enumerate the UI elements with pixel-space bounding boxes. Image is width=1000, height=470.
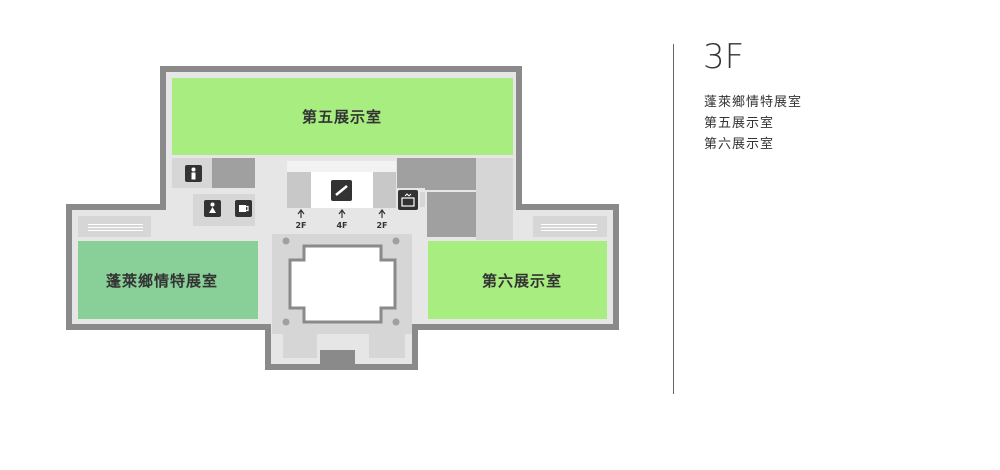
cafe-icon[interactable] — [235, 200, 252, 217]
floor-title: 3F — [703, 37, 745, 77]
room-gallery-5[interactable]: 第五展示室 — [172, 78, 513, 155]
arrow-to-2f-right[interactable]: 2F — [376, 209, 388, 230]
legend-item[interactable]: 第六展示室 — [704, 137, 775, 152]
stairs-left — [78, 216, 151, 237]
room-penglai[interactable]: 蓬萊鄉情特展室 — [78, 241, 258, 319]
stairs-right — [533, 216, 607, 237]
arrow-left-label: 2F — [295, 221, 306, 230]
divider-line — [673, 44, 674, 394]
room-gallery-5-label: 第五展示室 — [302, 108, 382, 126]
legend-item[interactable]: 第五展示室 — [704, 116, 775, 131]
arrow-to-4f[interactable]: 4F — [336, 209, 348, 230]
service-block-right — [397, 158, 513, 240]
arrow-center-label: 4F — [336, 221, 347, 230]
restroom-female-icon[interactable] — [204, 200, 221, 217]
legend-list: 蓬萊鄉情特展室 第五展示室 第六展示室 — [704, 92, 802, 155]
legend-item[interactable]: 蓬萊鄉情特展室 — [704, 95, 803, 110]
escalator-area — [287, 161, 396, 208]
atrium — [272, 234, 412, 358]
elevator-icon[interactable] — [398, 190, 418, 210]
room-gallery-6-label: 第六展示室 — [482, 272, 562, 290]
arrow-to-2f-left[interactable]: 2F — [295, 209, 307, 230]
room-gallery-6[interactable]: 第六展示室 — [428, 241, 607, 319]
room-penglai-label: 蓬萊鄉情特展室 — [106, 272, 218, 290]
arrow-right-label: 2F — [376, 221, 387, 230]
restroom-male-icon[interactable] — [185, 165, 202, 182]
escalator-icon[interactable] — [331, 180, 352, 201]
